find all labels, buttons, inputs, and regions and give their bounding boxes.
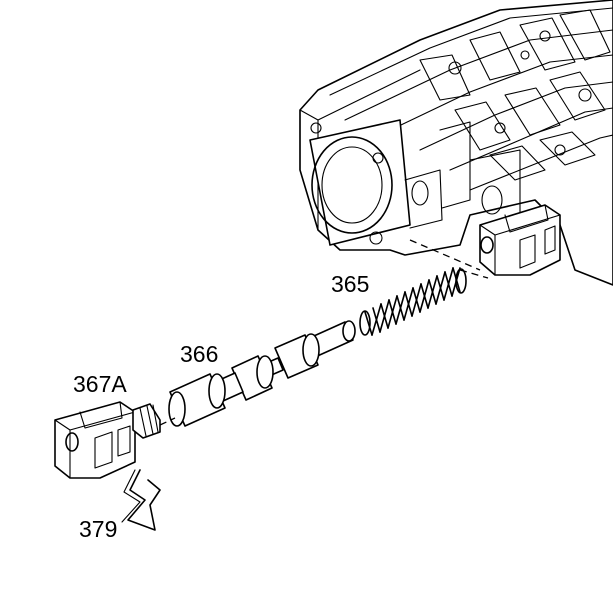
spring [359, 267, 467, 336]
callout-retainer-clip: 379 [79, 516, 117, 542]
alignment-line-upper [409, 239, 481, 271]
callout-valve: 366 [180, 341, 218, 367]
retainer-clip [121, 469, 161, 531]
callout-solenoid: 367A [73, 371, 127, 397]
upper-solenoid [479, 204, 561, 276]
valve [168, 320, 356, 427]
valve-body [299, 0, 613, 286]
callout-spring: 365 [331, 271, 369, 297]
lower-solenoid [54, 401, 161, 479]
alignment-line-front [159, 417, 176, 426]
